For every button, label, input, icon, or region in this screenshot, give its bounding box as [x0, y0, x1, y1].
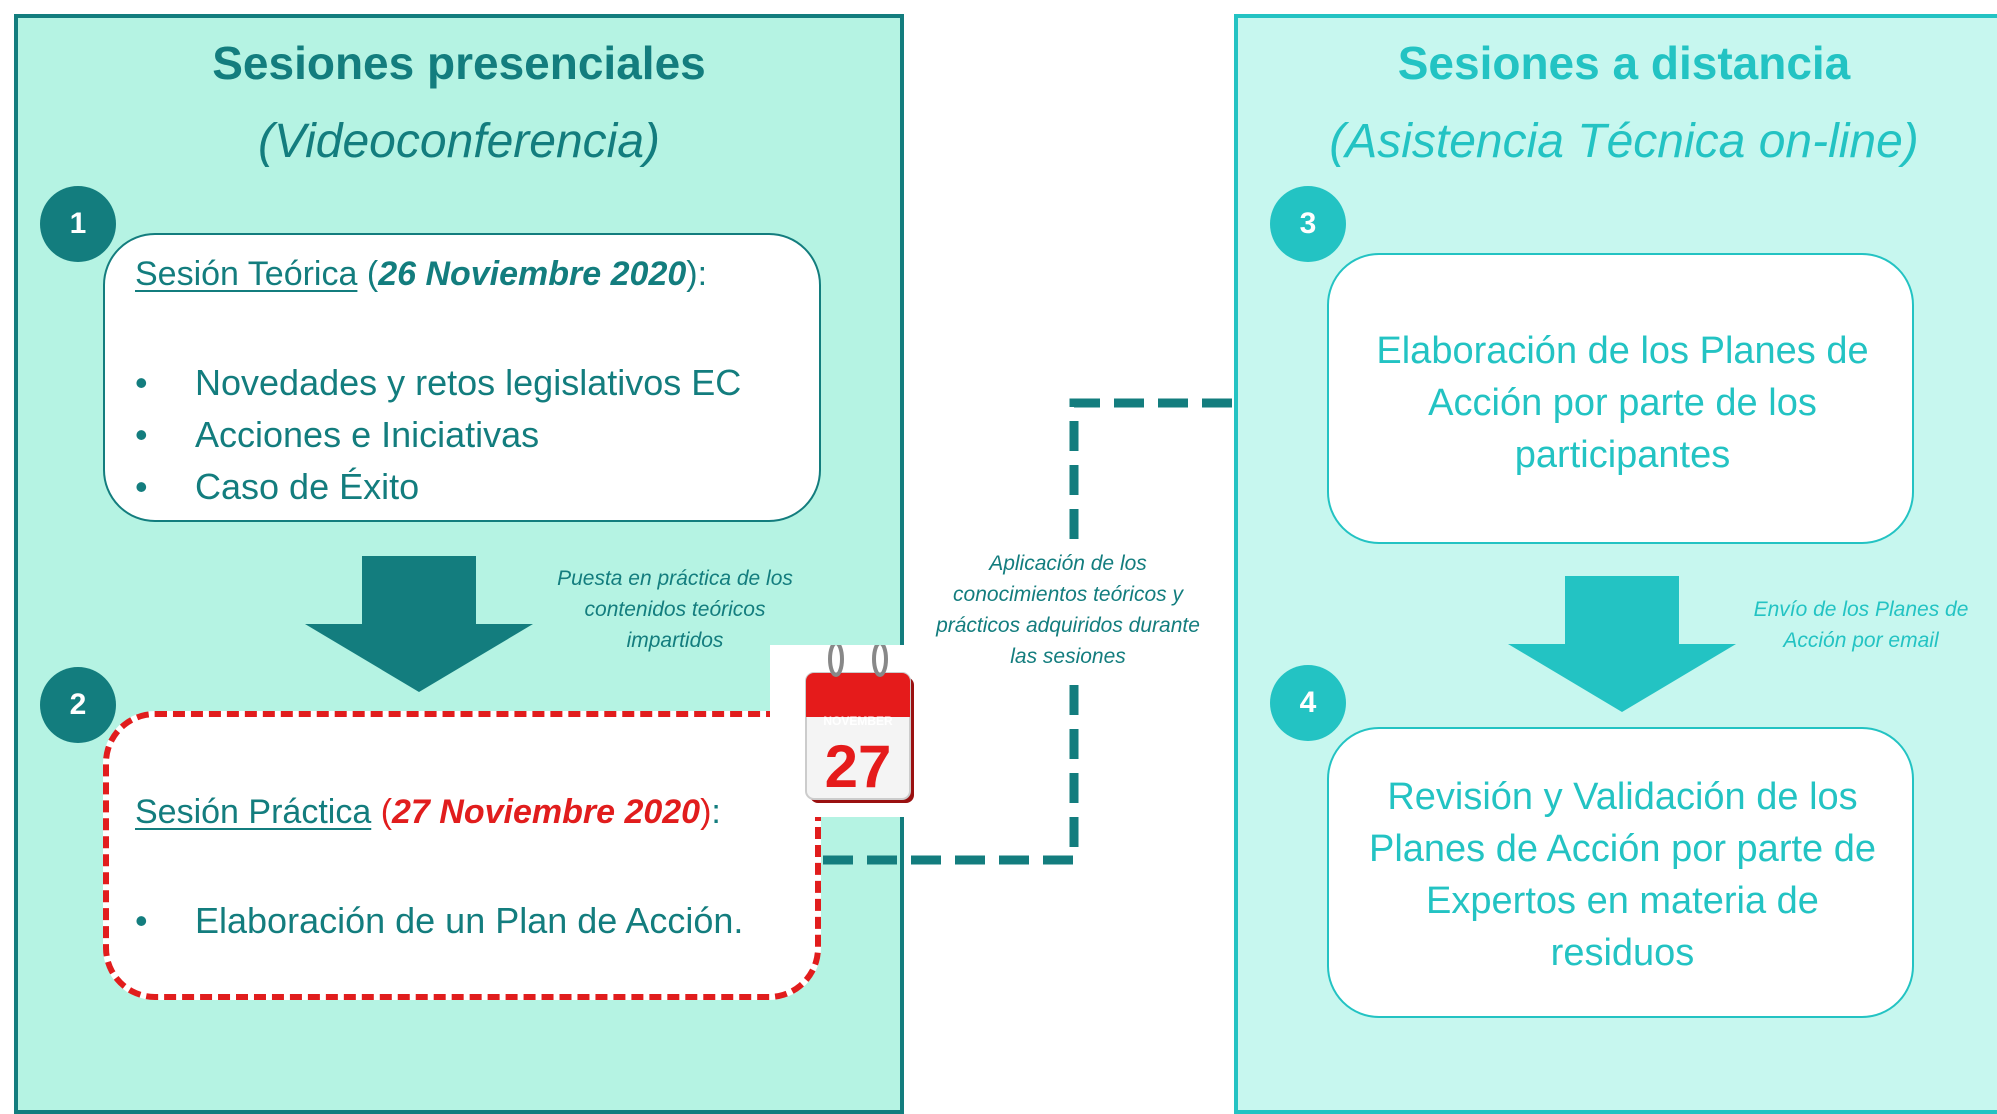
practice-session-box: Sesión Práctica (27 Noviembre 2020): Ela…	[103, 711, 821, 1000]
down-arrow-icon	[1508, 576, 1736, 712]
theory-session-box: Sesión Teórica (26 Noviembre 2020): Nove…	[103, 233, 821, 522]
action-plan-preparation-box: Elaboración de los Planes de Acción por …	[1327, 253, 1914, 544]
step-4-badge: 4	[1270, 665, 1346, 741]
calendar-day: 27	[825, 733, 892, 800]
list-item: Novedades y retos legislativos EC	[135, 357, 741, 409]
connector-note: Aplicación de los conocimientos teóricos…	[932, 548, 1204, 672]
practice-session-date: 27 Noviembre 2020	[392, 793, 701, 831]
practice-topics-list: Elaboración de un Plan de Acción.	[135, 895, 743, 947]
practice-session-label: Sesión Práctica	[135, 793, 372, 831]
calendar-month: NOVEMBER	[823, 714, 893, 728]
right-panel-subtitle: (Asistencia Técnica on-line)	[1329, 115, 1919, 168]
action-plan-preparation-text: Elaboración de los Planes de Acción por …	[1376, 330, 1869, 476]
practice-session-heading: Sesión Práctica (27 Noviembre 2020):	[135, 793, 721, 831]
theory-session-date: 26 Noviembre 2020	[378, 255, 687, 293]
step-1-badge: 1	[40, 186, 116, 262]
theory-topics-list: Novedades y retos legislativos EC Accion…	[135, 357, 741, 513]
theory-session-label: Sesión Teórica	[135, 255, 358, 293]
calendar-icon: NOVEMBER 27	[770, 645, 944, 817]
down-arrow-icon	[305, 556, 533, 692]
step-2-badge: 2	[40, 667, 116, 743]
list-item: Caso de Éxito	[135, 461, 741, 513]
left-panel-subtitle: (Videoconferencia)	[257, 115, 661, 168]
right-panel-title: Sesiones a distancia	[1397, 37, 1851, 89]
list-item: Acciones e Iniciativas	[135, 409, 741, 461]
left-arrow-note: Puesta en práctica de los contenidos teó…	[557, 567, 793, 652]
left-panel-title: Sesiones presenciales	[212, 37, 706, 89]
action-plan-review-text: Revisión y Validación de los Planes de A…	[1368, 776, 1876, 974]
list-item: Elaboración de un Plan de Acción.	[135, 895, 743, 947]
theory-session-heading: Sesión Teórica (26 Noviembre 2020):	[135, 255, 708, 293]
step-3-badge: 3	[1270, 186, 1346, 262]
right-arrow-note: Envío de los Planes de Acción por email	[1753, 598, 1969, 652]
action-plan-review-box: Revisión y Validación de los Planes de A…	[1327, 727, 1914, 1018]
